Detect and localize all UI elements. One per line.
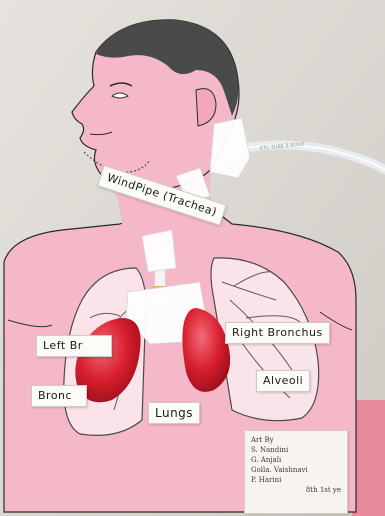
alveoli-label: Alveoli <box>256 370 310 392</box>
left-bronchus-label: Left Br <box>36 335 112 357</box>
credit-name: P. Harini <box>251 475 341 485</box>
credit-name: Golla. Vaishnavi <box>251 465 341 475</box>
credit-name: G. Anjali <box>251 455 341 465</box>
credits-card: Art By S. Nandini G. Anjali Golla. Vaish… <box>244 430 348 514</box>
credits-heading: Art By <box>251 435 341 445</box>
bronchioles-label: Bronc <box>31 385 87 407</box>
credits-class: 8th 1st ye <box>251 485 341 495</box>
lungs-label: Lungs <box>148 402 200 424</box>
tape-trachea <box>142 230 176 272</box>
right-bronchus-label: Right Bronchus <box>225 322 330 344</box>
credit-name: S. Nandini <box>251 445 341 455</box>
right-board-edge <box>352 400 385 516</box>
